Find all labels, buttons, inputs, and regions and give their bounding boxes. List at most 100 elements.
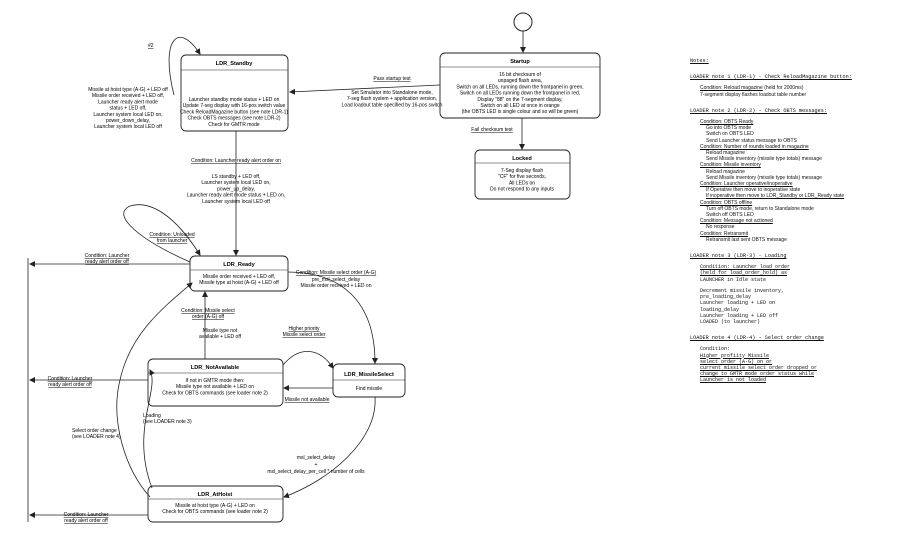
note-ldr-4: LOADER note 4 (LDR-4) - Select order cha… [690, 335, 912, 383]
text-line: Check for GMTR mode [208, 122, 260, 128]
state-body: Launcher standby mode status + LED onUpd… [180, 97, 288, 128]
note-line: (held for load_order_hold) as [700, 270, 788, 277]
state-ldr-standby[interactable]: LDR_Standby Launcher standby mode status… [180, 54, 289, 132]
note-line: Higher profiity Missile [700, 352, 770, 359]
note-line: If Operative then move to inoperative st… [706, 187, 801, 194]
text-line: Missile select order [283, 332, 326, 338]
note-line: Condition: Launcher load order [700, 264, 791, 271]
text-line: Loading [143, 413, 161, 419]
transition-actions: LS standby + LED off, Launcher system loc… [187, 174, 285, 205]
text-line: Launcher system local LED off [94, 124, 162, 130]
state-ldr-ready[interactable]: LDR_Ready Missile order received + LED o… [189, 255, 289, 292]
note-line: Condition: Number of rounds loaded in ma… [700, 143, 809, 150]
text-line: Check ReloadMagazine button (see note LD… [180, 109, 288, 115]
text-line: available + LED off [199, 334, 242, 340]
text-line: Set Simulator into Standalone mode, [351, 90, 432, 96]
state-title: LDR_MissileSelect [344, 372, 394, 378]
note-line: Switch off OBTS LED [706, 212, 754, 219]
edge-missileselect-to-athoist: msl_select_delay+msl_select_delay_per_ce… [267, 396, 376, 499]
text-line: Launcher system local LED on, [93, 112, 162, 118]
state-ldr-notavailable[interactable]: LDR_NotAvailable If not in GMTR mode the… [147, 358, 284, 407]
edge-startup-to-locked: Fail checksum test [471, 118, 525, 150]
note-title: LOADER note 2 (LDR-2) - Check OBTS messa… [690, 107, 827, 114]
note-title: LOADER note 1 (LDR-1) - Check ReloadMaga… [690, 74, 852, 81]
text-line: 7-seg flash system + application version… [347, 96, 437, 102]
note-line: Condition: Retransmit [700, 230, 749, 237]
transition-label: Missile not available [285, 397, 330, 403]
state-ldr-athoist[interactable]: LDR_AtHoist Missile at hoist type (A-G) … [147, 485, 284, 523]
note-line: loading_delay [700, 306, 740, 313]
transition-actions: Missile at hoist type (A-G) + LED offMis… [88, 87, 168, 130]
text-line: Find missile [356, 386, 383, 392]
edge-athoist-to-ready: Loading(see LOADER note 3) [116, 282, 193, 498]
text-line: Display "88" on the 7-segment display, [477, 97, 562, 103]
edge-startup-to-standby: Pass startup test Set Simulator into Sta… [289, 76, 443, 108]
text-line: Select order change [72, 428, 117, 434]
note-line: select order (A-G) on or [700, 358, 773, 365]
text-line: Missile at hoist type (A-G) + LED off [88, 87, 168, 93]
text-line: power_up_delay, [217, 186, 255, 192]
note-line: change to GMTR mode order status while [700, 371, 815, 378]
note-title: LOADER note 3 (LDR-3) - Loading [690, 253, 787, 260]
note-line: Condition: Missile inventory [700, 162, 761, 169]
note-line: Turn off OBTS mode, return to Standalone… [706, 205, 814, 212]
transition-actions: Set Simulator into Standalone mode,7-seg… [342, 90, 443, 108]
text-line: msl_select_delay_per_cell * number of ce… [267, 469, 365, 475]
note-line: Launcher is not loaded [700, 377, 767, 384]
state-locked[interactable]: Locked 7-Seg display flash"CF" for five … [474, 149, 571, 200]
note-line: Send Missile inventory (missile type tot… [706, 174, 822, 181]
state-title: LDR_AtHoist [198, 492, 233, 498]
transition-actions: msl_select_delay+msl_select_delay_per_ce… [267, 455, 365, 475]
text-line: 7-Seg display flash [501, 168, 543, 174]
text-line: power_down_delay, [106, 118, 150, 124]
text-line: If not in GMTR mode then: [186, 378, 245, 384]
text-line: Switch on all LED at once in orange [480, 103, 559, 109]
text-line: Check OBTS messages (see note LDR-2) [187, 116, 280, 122]
text-line: Launcher ready alert mode [98, 99, 158, 105]
edge-standby-to-ready: Condition: Launcher ready alert order on… [187, 131, 285, 256]
text-line: Do not respond to any inputs [490, 187, 554, 193]
state-body: If not in GMTR mode then:Missile type no… [162, 378, 268, 396]
edge-ready-to-missileselect: Condition: Missile select order (A-G) pr… [287, 270, 378, 364]
text-line: ready alert order off [64, 518, 108, 524]
note-line: No response [706, 224, 735, 231]
text-line: Launcher standby mode status + LED on [189, 97, 280, 103]
state-ldr-missileselect[interactable]: LDR_MissileSelect Find missile [332, 363, 406, 398]
text-line: Condition: Launcher [85, 253, 130, 259]
text-line: LS standby + LED off, [212, 174, 261, 180]
edge-missileselect-to-notavailable: Missile not available [283, 385, 333, 403]
text-line: (see LOADER note 4) [72, 434, 121, 440]
edge-standby-self: Missile at hoist type (A-G) + LED offMis… [88, 36, 201, 130]
text-line: Check for OBTS commands (see loader note… [162, 509, 268, 515]
text-line: ready alert order off [48, 382, 92, 388]
transition-label: Condition: Missile select order (A-G) [296, 270, 377, 276]
text-line: Condition: Launcher [64, 512, 109, 518]
state-title: Startup [510, 59, 530, 65]
note-line: Condition: [700, 346, 731, 353]
notes-panel: Notes: LOADER note 1 (LDR-1) - Check Rel… [690, 58, 912, 384]
text-line: All LEDs on [509, 180, 535, 186]
note-line: If inoperative then move to LDR_Standby … [706, 193, 845, 200]
text-line: Missile type not [203, 328, 238, 334]
text-line: Launcher system local LED off [202, 199, 270, 205]
text-line: Missile type not available + LED on [176, 384, 254, 390]
note-line: current missile select order dropped or [700, 364, 818, 371]
note-line: Reload magazine [706, 150, 745, 157]
text-line: Check for OBTS commands (see loader note… [162, 390, 268, 396]
note-line: Go into OBTS mode [706, 125, 752, 132]
text-line: unpaged flash area, [498, 78, 542, 84]
